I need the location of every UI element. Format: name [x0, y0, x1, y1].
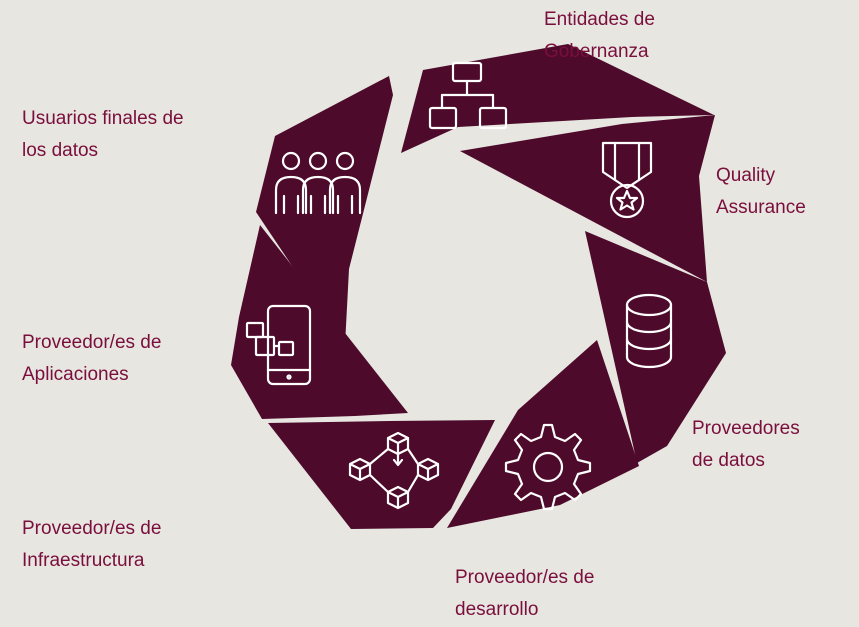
segment-data-providers — [585, 231, 726, 463]
label-data-providers: Proveedores de datos — [692, 418, 800, 471]
segment-quality — [460, 115, 715, 282]
segment-infra-providers — [268, 420, 495, 529]
medal-icon — [601, 141, 653, 219]
mobile-app-icon — [245, 304, 312, 386]
label-app-providers: Proveedor/es de Aplicaciones — [22, 332, 162, 385]
label-quality: Quality Assurance — [716, 165, 806, 218]
gear-icon — [504, 423, 592, 511]
users-group-icon — [274, 151, 362, 215]
database-icon — [625, 293, 673, 369]
org-chart-icon — [428, 61, 508, 130]
network-cubes-icon — [348, 431, 440, 510]
label-dev-providers: Proveedor/es de desarrollo — [455, 567, 595, 620]
segment-dev-providers — [447, 340, 639, 528]
label-end-users: Usuarios finales de los datos — [22, 108, 184, 161]
label-infra-providers: Proveedor/es de Infraestructura — [22, 518, 162, 571]
label-governance: Entidades de Gobernanza — [544, 9, 655, 62]
